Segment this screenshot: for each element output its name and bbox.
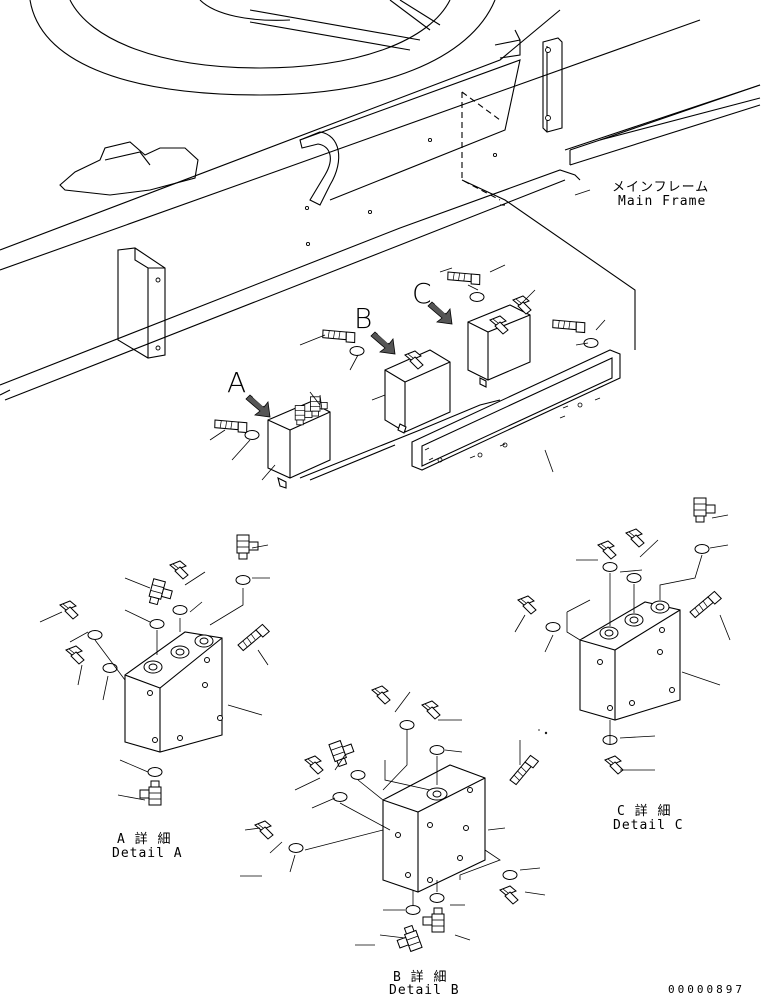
mounting-plate (411, 349, 621, 471)
view-letter-a: A (227, 366, 247, 399)
view-arrow-b-icon (370, 331, 396, 355)
main-frame-label-jp: メインフレーム (612, 180, 710, 195)
view-arrow-c-icon (427, 301, 453, 325)
view-arrow-a-icon (245, 394, 271, 418)
detail-b-caption-jp: B 詳 細 (393, 970, 448, 985)
view-letter-b: B (354, 302, 373, 335)
detail-a-caption-en: Detail A (112, 846, 183, 861)
view-letter-c: C (412, 277, 432, 310)
main-frame-label-en: Main Frame (618, 194, 707, 209)
detail-b-valve-block (382, 764, 486, 893)
valve-block-c-small (467, 304, 531, 388)
detail-c-caption-en: Detail C (613, 818, 684, 833)
drawing-number: 00000897 (668, 983, 745, 996)
valve-block-b-small (384, 349, 451, 434)
detail-c-caption-jp: C 詳 細 (617, 804, 672, 819)
main-frame-assembly (0, 0, 761, 481)
detail-a-caption-jp: A 詳 細 (117, 832, 172, 847)
detail-b-caption-en: Detail B (389, 983, 460, 998)
